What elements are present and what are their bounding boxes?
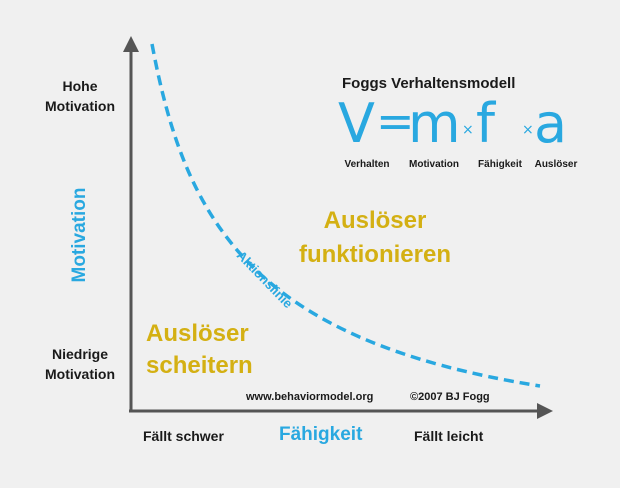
formula-word-ausloeser: Auslöser <box>534 159 578 170</box>
copyright-notice: ©2007 BJ Fogg <box>410 391 490 403</box>
formula-times-2: × <box>522 122 534 138</box>
action-line-curve <box>150 43 541 388</box>
formula-word-faehigkeit: Fähigkeit <box>478 159 522 170</box>
x-axis-left-label: Fällt schwer <box>143 428 224 444</box>
formula-equals: = <box>376 94 415 148</box>
formula-letter-a: a <box>534 92 568 155</box>
formula-letter-f: f <box>476 92 496 155</box>
formula-word-motivation: Motivation <box>409 159 459 170</box>
website-link[interactable]: www.behaviormodel.org <box>246 391 374 403</box>
region-fail-label: Auslöser scheitern <box>146 320 253 379</box>
y-axis-arrowhead <box>123 36 139 52</box>
x-axis-arrowhead <box>537 403 553 419</box>
formula-letter-v: V <box>338 92 375 155</box>
formula-letter-m: m <box>408 92 461 155</box>
formula: V = m × f × a <box>338 92 588 155</box>
formula-word-verhalten: Verhalten <box>344 159 390 170</box>
formula-times-1: × <box>462 122 474 138</box>
y-axis-title: Motivation <box>69 187 90 283</box>
y-axis-high-label: Hohe Motivation <box>45 78 115 114</box>
x-axis-right-label: Fällt leicht <box>414 428 484 444</box>
x-axis-title: Fähigkeit <box>279 424 363 445</box>
formula-title: Foggs Verhaltensmodell <box>342 75 516 92</box>
y-axis-low-label: Niedrige Motivation <box>45 346 115 382</box>
region-success-label: Auslöser funktionieren <box>298 207 451 268</box>
